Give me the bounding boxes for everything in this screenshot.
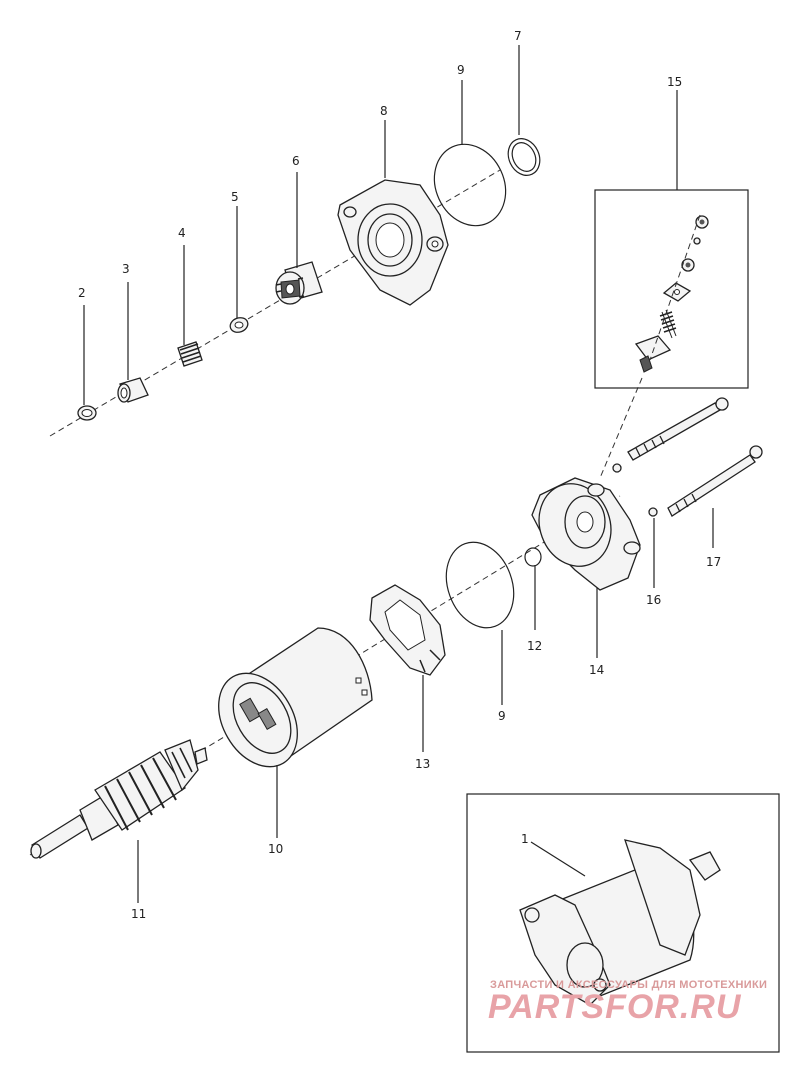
part-9-o-ring-lower [445,541,515,629]
terminal-hardware-assembly [634,215,709,373]
callout-10: 10 [268,842,283,856]
callout-16: 16 [646,593,661,607]
callout-8: 8 [380,104,388,118]
callout-13: 13 [415,757,430,771]
part-9-o-ring-upper [433,143,507,227]
part-6-pinion-gear [275,261,323,305]
part-10-motor-frame [218,627,373,768]
callout-4: 4 [178,226,186,240]
callout-17: 17 [706,555,721,569]
callout-14: 14 [589,663,604,677]
watermark-logo: PARTSFOR.RU [488,988,742,1026]
part-11-armature [30,739,208,859]
part-13-brush-plate [369,584,446,676]
part-8-drive-end-housing [337,179,449,306]
part-7-retaining-ring [507,138,541,176]
detail-to-housing-line [599,377,643,479]
callout-15: 15 [667,75,682,89]
callout-6: 6 [292,154,300,168]
detail-axis [649,214,701,361]
part-12-washer [524,547,542,567]
callout-12: 12 [527,639,542,653]
part-16-lock-washers [612,463,658,517]
callout-2: 2 [78,286,86,300]
leader-1 [530,841,586,877]
part-4-spring [177,341,203,367]
part-5-washer [229,317,249,333]
callout-9-upper: 9 [457,63,465,77]
callout-7: 7 [514,29,522,43]
callout-3: 3 [122,262,130,276]
part-17-through-bolts [627,397,763,517]
callout-5: 5 [231,190,239,204]
part-2-snap-ring [77,405,97,421]
watermark-tagline: ЗАПЧАСТИ И АКСЕССУАРЫ ДЛЯ МОТОТЕХНИКИ [490,979,767,991]
part-3-bushing [117,377,149,403]
callout-11: 11 [131,907,146,921]
callout-1: 1 [521,832,529,846]
callout-9-lower: 9 [498,709,506,723]
assembled-starter-drawing [519,839,721,1006]
part-14-end-cap [531,477,641,591]
